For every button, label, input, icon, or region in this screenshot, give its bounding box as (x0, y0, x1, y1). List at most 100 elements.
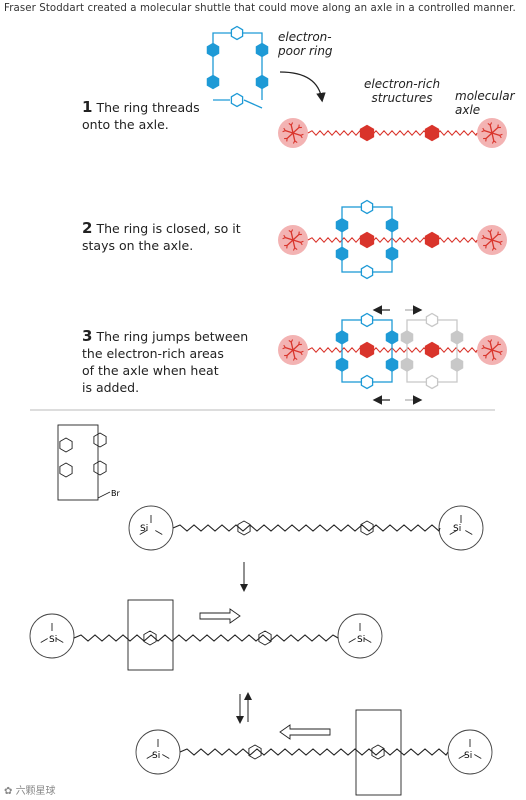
step-3-line3: of the axle when heat (82, 363, 219, 378)
step1-left-stopper-arm (290, 125, 294, 134)
open-ring-blue-hex-4 (255, 74, 269, 90)
row2-right-silyl-stopper-isopropyl (348, 638, 356, 643)
step1-right-stopper-arm (489, 125, 493, 134)
step3-ring-left-lower-hex (335, 357, 349, 372)
row1-right-silyl-stopper-circle (438, 505, 484, 551)
step2-right-stopper-arm (489, 232, 493, 241)
step2-electron-rich-hex-1 (359, 231, 375, 249)
molecular-axle-label-line1: molecular (455, 89, 515, 103)
step2-right-stopper-branch (481, 237, 485, 240)
step3-left-stopper-arm (292, 349, 301, 353)
row1-polyether-chain (172, 524, 441, 532)
row2-cyclophane-frame (127, 599, 174, 671)
watermark: ✿ 六颗星球 (4, 782, 56, 797)
row3-hollow-arrow (279, 724, 331, 740)
step1-right-stopper-arm (491, 132, 500, 136)
step3-ring-top-hex (360, 312, 374, 328)
step2-left-stopper-arm (286, 239, 294, 246)
electron-rich-label-line2: structures (371, 91, 433, 105)
step1-right-stopper-arm (484, 130, 493, 134)
open-ring-frame (212, 32, 263, 100)
step1-right-stopper-arm (491, 132, 495, 141)
molecular-axle-label: molecular axle (455, 89, 515, 117)
bromomethyl-bond (97, 491, 111, 499)
watermark-icon: ✿ (4, 786, 16, 797)
step2-right-stopper-arm (484, 237, 493, 241)
step3-ghost-ring-right-lower-hex (450, 357, 464, 372)
step2-right-stopper-branch (487, 229, 491, 233)
step3-right-stopper-arm (491, 349, 500, 353)
step1-left-stopper-arm (292, 132, 296, 141)
step1-right-stopper-arm (485, 132, 493, 139)
step3-ghost-ring-right-upper-hex (450, 330, 464, 345)
watermark-text: 六颗星球 (15, 786, 56, 797)
step3-ring-bottom-hex (360, 374, 374, 390)
step1-left-stopper-arm (292, 132, 301, 136)
step-2-number: 2 (82, 219, 93, 237)
step2-left-stopper-branch (294, 247, 298, 251)
si-label-2: Si (453, 524, 461, 534)
open-ring-blue-hex-2 (206, 74, 220, 90)
step3-ghost-ring-left-upper-hex (400, 330, 414, 345)
step2-left-stopper-arm (290, 232, 294, 241)
row2-right-silyl-stopper-circle (337, 613, 383, 659)
step2-axle-chain (307, 236, 478, 244)
step3-right-stopper-arm (491, 349, 495, 358)
step-3-line4: is added. (82, 380, 140, 395)
step3-left-stopper-branch (288, 339, 292, 343)
row2-benzene-1 (143, 630, 157, 646)
step1-left-stopper-branch (294, 140, 298, 144)
step3-left-stopper-arm (290, 342, 294, 351)
step3-right-stopper-branch (481, 347, 485, 350)
step3-ring-right-lower-hex (385, 357, 399, 372)
cyclophane-pyridinium-2 (59, 462, 73, 478)
row1-benzene-2 (360, 520, 374, 536)
step-3-line1: The ring jumps between (96, 329, 249, 344)
row3-left-silyl-stopper-isopropyl (146, 754, 154, 759)
step1-right-stopper-branch (499, 133, 503, 136)
row1-benzene-1 (237, 520, 251, 536)
cyclophane-pyridinium-3 (93, 432, 107, 448)
step1-left-stopper-arm (285, 130, 294, 134)
row1-left-silyl-stopper-isopropyl (155, 530, 163, 535)
electron-poor-ring-label: electron- poor ring (278, 30, 333, 58)
open-ring-bottom-hex (230, 92, 244, 108)
row2-left-silyl-stopper-isopropyl (40, 638, 48, 643)
step2-right-stopper-arm (485, 239, 493, 246)
step3-right-stopper-branch (493, 357, 497, 361)
step3-left-stopper-arm (292, 349, 296, 358)
step3-right-stopper-arm (491, 344, 499, 351)
step2-ring-right-upper-hex (385, 217, 399, 233)
step2-left-stopper-arm (292, 234, 300, 241)
cyclophane-pyridinium-4 (93, 460, 107, 476)
step1-electron-rich-hex-1 (359, 124, 375, 142)
step3-right-stopper-arm (485, 349, 493, 356)
step2-left-stopper-branch (288, 229, 292, 233)
step3-left-stopper-branch (294, 357, 298, 361)
step1-right-stopper-arm (491, 127, 499, 134)
row1-left-silyl-stopper-circle (128, 505, 174, 551)
open-ring-blue-hex-3 (255, 42, 269, 58)
step2-right-stopper-branch (493, 247, 497, 251)
step1-right-stopper-branch (481, 130, 485, 133)
step1-left-stopper-arm (286, 132, 294, 139)
row3-polyether-chain (179, 748, 449, 756)
row2-polyether-chain (73, 634, 339, 642)
threading-arrow (279, 71, 326, 103)
open-ring-tail (243, 99, 263, 109)
row1-right-silyl-stopper-isopropyl (449, 530, 457, 535)
row3-left-silyl-stopper-isopropyl (162, 754, 170, 759)
step-2-line1: The ring is closed, so it (96, 221, 241, 236)
step2-ring-left-upper-hex (335, 217, 349, 233)
step3-left-stopper-arm (285, 347, 294, 351)
step3-ghost-ring-bottom-hex (425, 374, 439, 390)
si-label-6: Si (464, 751, 472, 761)
step1-left-stopper-arm (292, 127, 300, 134)
step2-ring-top-hex (360, 199, 374, 215)
step-2-line2: stays on the axle. (82, 238, 194, 253)
si-label-4: Si (357, 635, 365, 645)
step3-ring-left-upper-hex (335, 330, 349, 345)
step2-left-stopper-arm (292, 239, 296, 248)
